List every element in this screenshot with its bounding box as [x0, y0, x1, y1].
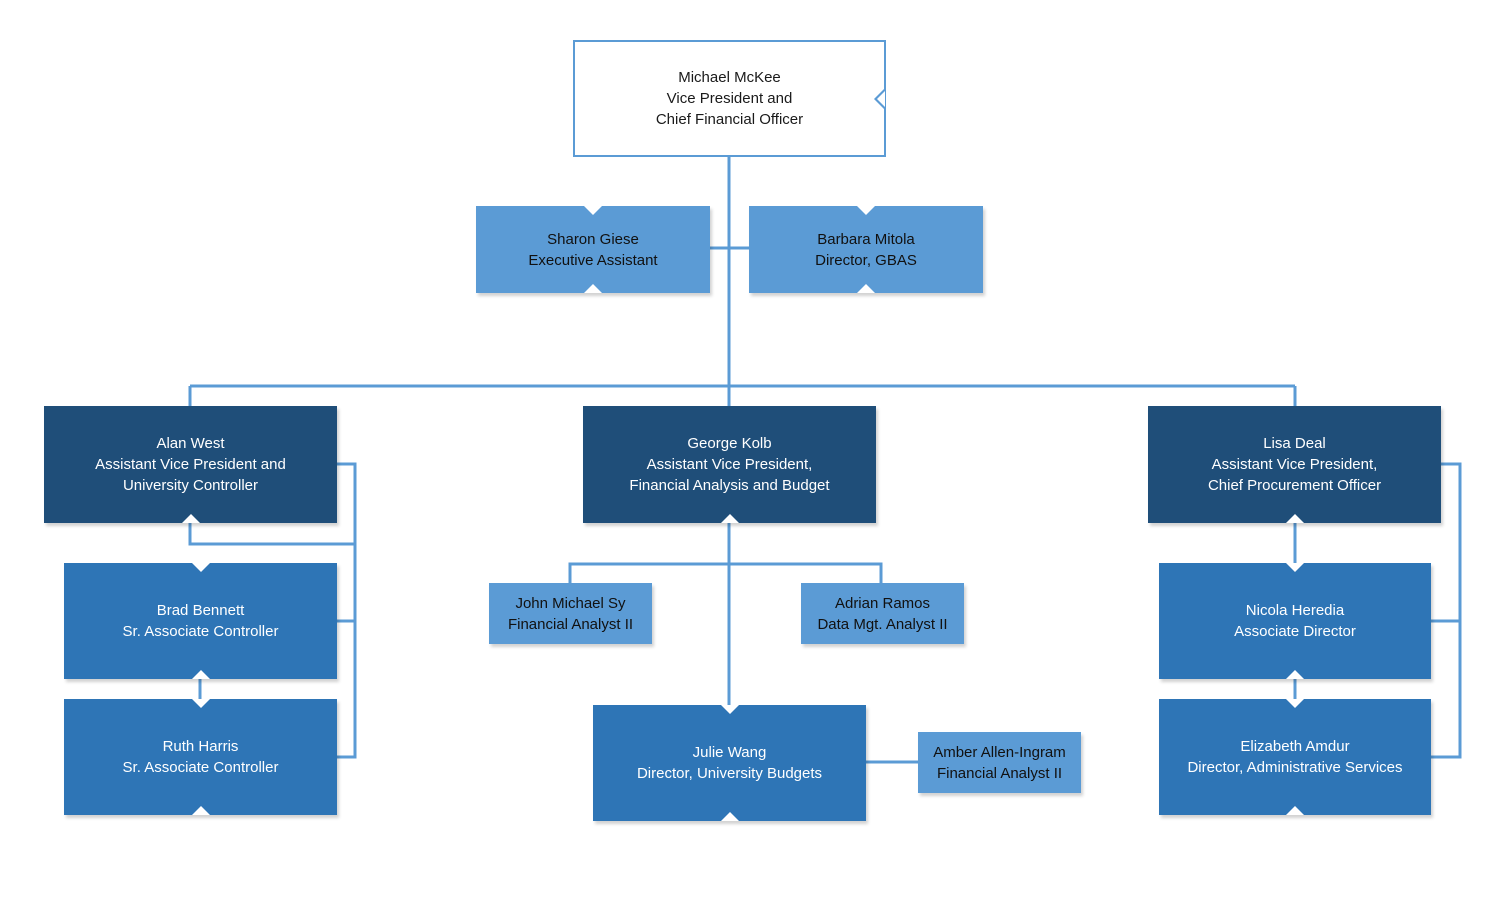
node-title: Financial Analysis and Budget: [629, 477, 830, 494]
node-elizabeth-amdur[interactable]: Elizabeth Amdur Director, Administrative…: [1159, 699, 1431, 815]
node-name: Barbara Mitola: [817, 230, 915, 248]
node-sharon-giese[interactable]: Sharon Giese Executive Assistant: [476, 206, 710, 293]
connector-deal-side: [1431, 462, 1462, 759]
node-name: Brad Bennett: [156, 602, 245, 619]
node-name: Adrian Ramos: [834, 594, 931, 612]
notch-top-icon: [191, 563, 210, 572]
node-alan-west[interactable]: Alan West Assistant Vice President and U…: [44, 406, 337, 523]
node-george-kolb[interactable]: George Kolb Assistant Vice President, Fi…: [583, 406, 876, 523]
node-adrian-ramos[interactable]: Adrian Ramos Data Mgt. Analyst II: [801, 583, 964, 644]
node-title: Director, Administrative Services: [1187, 759, 1403, 776]
collapse-marker-inner-icon: [877, 90, 885, 107]
notch-bottom-icon: [1286, 806, 1304, 815]
node-title: Sr. Associate Controller: [122, 759, 279, 776]
notch-bottom-icon: [191, 670, 210, 679]
node-title: Vice President and: [666, 90, 793, 107]
node-title: Assistant Vice President and: [95, 456, 286, 473]
node-name: John Michael Sy: [515, 594, 626, 612]
notch-bottom-icon: [720, 812, 739, 821]
node-title: Associate Director: [1234, 623, 1356, 640]
node-barbara-mitola[interactable]: Barbara Mitola Director, GBAS: [749, 206, 983, 293]
notch-bottom-icon: [1286, 670, 1304, 679]
node-title: Chief Procurement Officer: [1207, 477, 1382, 494]
node-name: George Kolb: [687, 435, 772, 452]
notch-bottom-icon: [181, 514, 200, 523]
node-john-michael-sy[interactable]: John Michael Sy Financial Analyst II: [489, 583, 652, 644]
node-title: Financial Analyst II: [507, 615, 634, 633]
connector-analysts-bar: [568, 562, 883, 583]
node-ruth-harris[interactable]: Ruth Harris Sr. Associate Controller: [64, 699, 337, 815]
node-name: Julie Wang: [692, 744, 767, 761]
connector-west-side: [336, 462, 357, 759]
notch-bottom-icon: [1285, 514, 1304, 523]
node-title: Chief Financial Officer: [655, 111, 804, 128]
notch-top-icon: [1286, 699, 1304, 708]
node-name: Sharon Giese: [547, 230, 639, 248]
notch-bottom-icon: [191, 806, 210, 815]
node-amber-allen-ingram[interactable]: Amber Allen-Ingram Financial Analyst II: [918, 732, 1081, 793]
notch-top-icon: [584, 206, 602, 215]
notch-bottom-icon: [857, 284, 875, 293]
node-name: Nicola Heredia: [1245, 602, 1345, 619]
node-julie-wang[interactable]: Julie Wang Director, University Budgets: [593, 705, 866, 821]
node-title: Sr. Associate Controller: [122, 623, 279, 640]
node-title: Assistant Vice President,: [1211, 456, 1378, 473]
node-brad-bennett[interactable]: Brad Bennett Sr. Associate Controller: [64, 563, 337, 679]
notch-top-icon: [720, 705, 739, 714]
node-name: Elizabeth Amdur: [1240, 738, 1350, 755]
node-nicola-heredia[interactable]: Nicola Heredia Associate Director: [1159, 563, 1431, 679]
node-title: Director, University Budgets: [636, 765, 823, 782]
connector-west-loop: [188, 523, 355, 546]
notch-top-icon: [1286, 563, 1304, 572]
node-michael-mckee[interactable]: Michael McKee Vice President and Chief F…: [573, 40, 886, 157]
node-title: Executive Assistant: [528, 251, 658, 269]
node-name: Ruth Harris: [162, 738, 239, 755]
node-title: Data Mgt. Analyst II: [817, 615, 948, 633]
notch-top-icon: [857, 206, 875, 215]
notch-bottom-icon: [720, 514, 739, 523]
node-name: Michael McKee: [678, 69, 781, 86]
node-name: Amber Allen-Ingram: [933, 743, 1066, 761]
node-title: Director, GBAS: [815, 251, 917, 269]
node-title: Financial Analyst II: [936, 764, 1063, 782]
notch-top-icon: [191, 699, 210, 708]
node-title: University Controller: [122, 477, 259, 494]
node-lisa-deal[interactable]: Lisa Deal Assistant Vice President, Chie…: [1148, 406, 1441, 523]
node-name: Alan West: [156, 435, 225, 452]
node-title: Assistant Vice President,: [646, 456, 813, 473]
notch-bottom-icon: [584, 284, 602, 293]
node-name: Lisa Deal: [1263, 435, 1326, 452]
